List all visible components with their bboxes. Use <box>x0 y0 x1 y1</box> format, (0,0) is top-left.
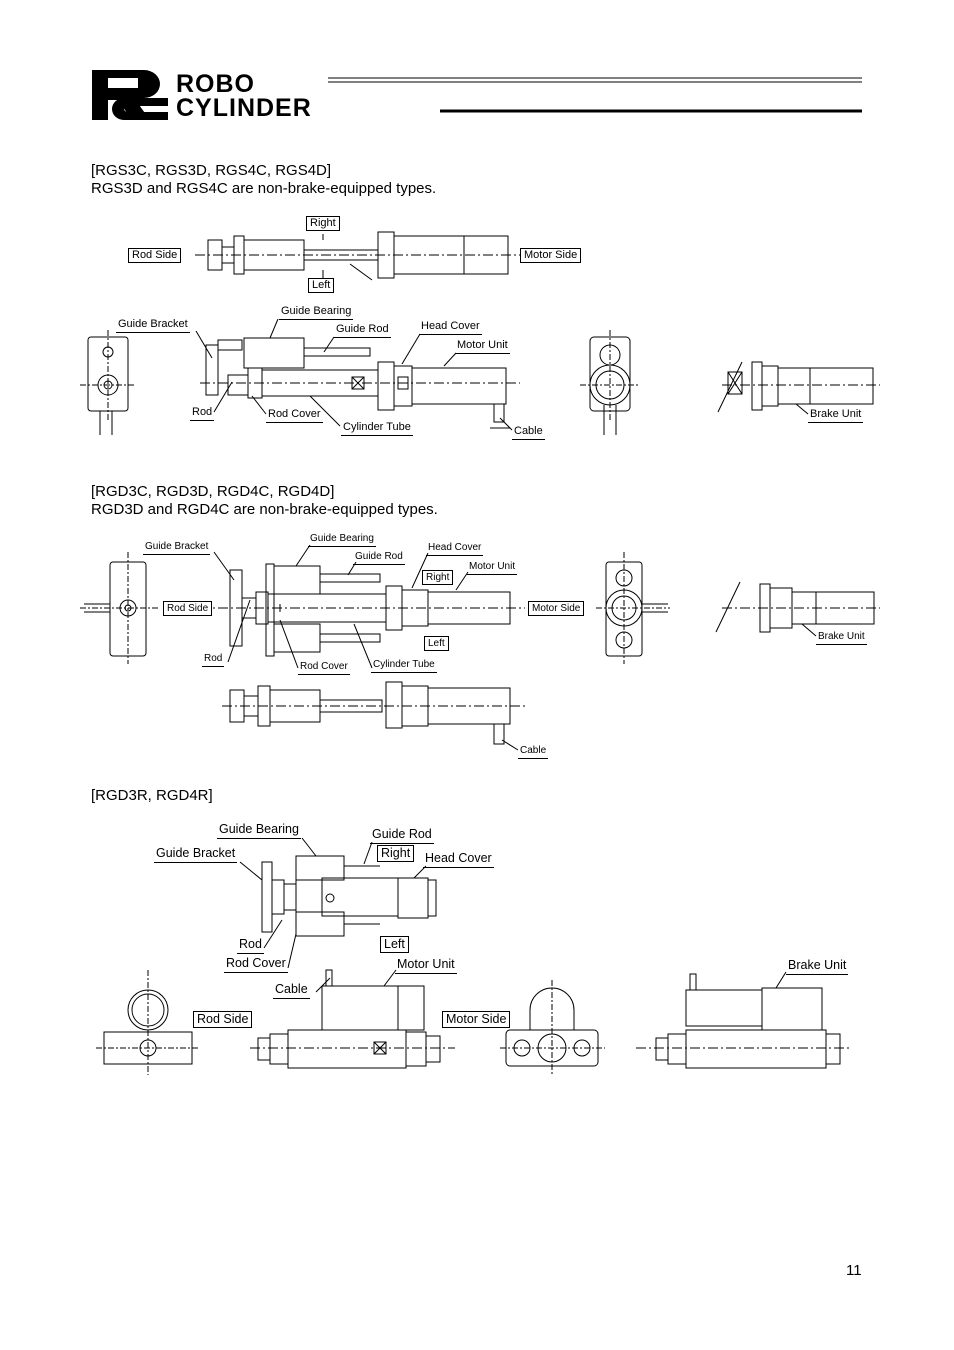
label-guide-bearing: Guide Bearing <box>308 532 376 547</box>
label-rod: Rod <box>190 406 215 421</box>
section-title: [RGS3C, RGS3D, RGS4C, RGS4D] <box>91 162 332 179</box>
rgd-r-upper-view <box>262 856 436 936</box>
label-guide-bearing: Guide Bearing <box>217 822 301 839</box>
rgd-r-motor-end-view <box>500 980 605 1075</box>
section-title: [RGD3R, RGD4R] <box>91 787 213 804</box>
label-head-cover: Head Cover <box>419 320 482 335</box>
rgs-motor-end-view <box>580 330 640 435</box>
label-rod-side: Rod Side <box>193 1011 253 1028</box>
section-title: [RGD3C, RGD3D, RGD4C, RGD4D] <box>91 483 335 500</box>
rgs-side-view <box>200 338 520 428</box>
label-guide-bracket: Guide Bracket <box>116 318 190 333</box>
rgs-leaders <box>196 319 808 430</box>
rgd-motor-end-view <box>596 552 670 664</box>
section-subtitle: RGD3D and RGD4C are non-brake-equipped t… <box>91 501 438 518</box>
label-guide-bracket: Guide Bracket <box>143 540 211 555</box>
label-motor-unit: Motor Unit <box>395 957 457 974</box>
label-rod-cover: Rod Cover <box>224 956 288 973</box>
rgd-r-lower-view <box>250 970 455 1068</box>
rgs-drawings <box>0 0 954 450</box>
rgs-top-view <box>195 232 520 280</box>
label-brake-unit: Brake Unit <box>816 630 867 645</box>
rgs-rod-end-view <box>80 330 136 435</box>
label-left: Left <box>308 278 335 293</box>
rgd-r-drawings <box>0 0 954 1090</box>
label-head-cover: Head Cover <box>426 541 484 556</box>
label-left: Left <box>380 936 409 953</box>
label-cylinder-tube: Cylinder Tube <box>341 421 413 436</box>
label-right: Right <box>306 216 340 231</box>
label-right: Right <box>377 845 415 862</box>
label-brake-unit: Brake Unit <box>808 408 864 423</box>
label-brake-unit: Brake Unit <box>786 958 849 975</box>
label-guide-rod: Guide Rod <box>334 323 391 338</box>
rgd-plan-view <box>222 682 525 744</box>
label-rod-side: Rod Side <box>128 248 182 263</box>
logo-text-cylinder: CYLINDER <box>176 94 312 122</box>
label-head-cover: Head Cover <box>423 851 494 868</box>
rgd-leaders <box>214 545 816 750</box>
rgd-r-rod-end-view <box>96 970 200 1075</box>
label-rod: Rod <box>237 937 264 954</box>
label-cable: Cable <box>273 982 310 999</box>
label-rod-side: Rod Side <box>163 601 213 616</box>
logo-text-robo: ROBO <box>176 70 255 98</box>
label-motor-side: Motor Side <box>528 601 585 616</box>
rgd-drawings <box>0 0 954 780</box>
rgd-side-view <box>200 564 525 656</box>
section-subtitle: RGS3D and RGS4C are non-brake-equipped t… <box>91 180 437 197</box>
label-guide-rod: Guide Rod <box>370 827 434 844</box>
label-rod-cover: Rod Cover <box>298 660 350 675</box>
rgs-brake-view <box>718 362 880 412</box>
label-guide-bearing: Guide Bearing <box>279 305 354 320</box>
label-motor-unit: Motor Unit <box>467 560 518 575</box>
rgd-brake-view <box>716 582 880 632</box>
label-cable: Cable <box>518 744 549 759</box>
rgd-r-brake-view <box>636 974 850 1068</box>
label-motor-side: Motor Side <box>442 1011 511 1028</box>
label-motor-side: Motor Side <box>520 248 582 263</box>
robo-cylinder-logo <box>92 70 954 120</box>
label-cable: Cable <box>512 425 545 440</box>
rgd-rod-end-view <box>80 552 160 664</box>
label-rod: Rod <box>202 652 225 667</box>
label-cylinder-tube: Cylinder Tube <box>371 658 437 673</box>
label-motor-unit: Motor Unit <box>455 339 510 354</box>
rgd-r-leaders <box>240 838 786 992</box>
page-number: 11 <box>846 1262 862 1279</box>
label-rod-cover: Rod Cover <box>266 408 323 423</box>
label-left: Left <box>424 636 449 651</box>
label-right: Right <box>422 570 454 585</box>
label-guide-bracket: Guide Bracket <box>154 846 238 863</box>
label-guide-rod: Guide Rod <box>353 550 405 565</box>
